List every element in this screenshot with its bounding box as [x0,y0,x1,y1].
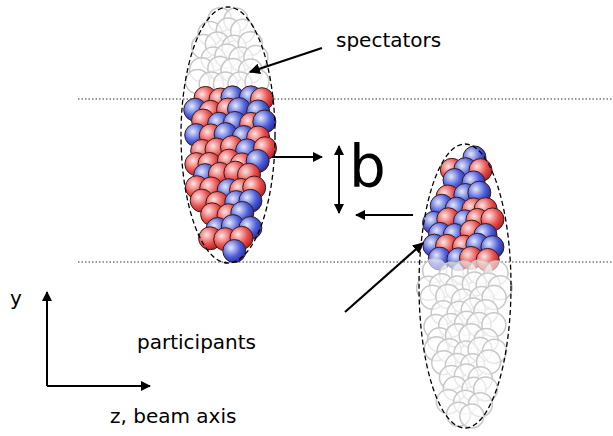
reference-line [78,99,613,100]
axis-line [46,292,48,386]
leader-line [345,243,423,312]
nucleus-outline [419,144,511,428]
callout-label: spectators [336,30,441,50]
reference-line [78,262,613,263]
motion-arrow [272,156,322,158]
motion-arrow [356,214,413,216]
nucleus-left [184,8,277,263]
spectator-nucleon [460,404,484,428]
impact-parameter-arrow [338,146,340,213]
participant-nucleon [223,240,246,263]
nucleus-outline [181,7,275,263]
impact-parameter-symbol: b [349,138,386,196]
axis-label: y [10,288,22,308]
axis-line [47,385,150,387]
callout-label: participants [137,332,256,352]
axis-label: z, beam axis [110,406,236,426]
leader-line [250,48,322,72]
